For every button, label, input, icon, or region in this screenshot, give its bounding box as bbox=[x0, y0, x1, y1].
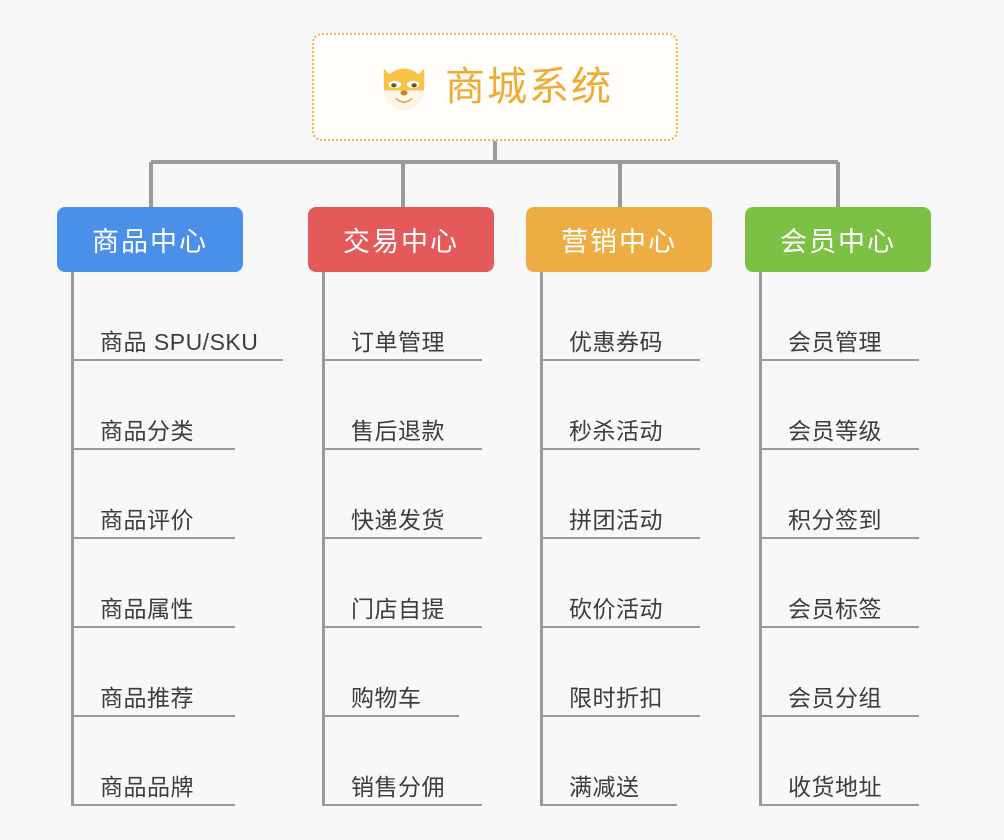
branch-header-label: 商品中心 bbox=[92, 227, 208, 257]
branch-header-member-center[interactable]: 会员中心 bbox=[745, 207, 931, 272]
leaf-item[interactable]: 商品 SPU/SKU bbox=[71, 272, 283, 361]
leaf-item[interactable]: 拼团活动 bbox=[540, 450, 700, 539]
leaf-item[interactable]: 积分签到 bbox=[759, 450, 919, 539]
leaf-item[interactable]: 会员分组 bbox=[759, 628, 919, 717]
leaf-item-label: 商品品牌 bbox=[100, 773, 194, 800]
leaf-item[interactable]: 商品推荐 bbox=[71, 628, 235, 717]
leaf-item-label: 快递发货 bbox=[351, 506, 445, 533]
leaf-item-label: 满减送 bbox=[569, 773, 640, 800]
leaf-item-label: 商品推荐 bbox=[100, 684, 194, 711]
branch-header-marketing-center[interactable]: 营销中心 bbox=[526, 207, 712, 272]
leaf-item[interactable]: 订单管理 bbox=[322, 272, 482, 361]
leaf-item[interactable]: 优惠券码 bbox=[540, 272, 700, 361]
leaf-item[interactable]: 会员等级 bbox=[759, 361, 919, 450]
leaf-item-label: 购物车 bbox=[351, 684, 422, 711]
leaf-item-label: 秒杀活动 bbox=[569, 417, 663, 444]
branch-header-label: 会员中心 bbox=[780, 227, 896, 257]
leaf-item-label: 销售分佣 bbox=[351, 773, 445, 800]
leaf-item[interactable]: 售后退款 bbox=[322, 361, 482, 450]
leaf-item[interactable]: 满减送 bbox=[540, 717, 677, 806]
leaf-item-label: 商品评价 bbox=[100, 506, 194, 533]
leaf-item-label: 商品 SPU/SKU bbox=[100, 328, 259, 355]
shiba-dog-face-icon bbox=[383, 68, 425, 111]
leaf-item-label: 门店自提 bbox=[351, 595, 445, 622]
branch-header-label: 交易中心 bbox=[343, 227, 459, 257]
leaf-item[interactable]: 购物车 bbox=[322, 628, 459, 717]
leaf-item-label: 积分签到 bbox=[788, 506, 882, 533]
leaf-item[interactable]: 快递发货 bbox=[322, 450, 482, 539]
leaf-item-label: 订单管理 bbox=[351, 328, 445, 355]
leaf-item[interactable]: 限时折扣 bbox=[540, 628, 700, 717]
branch-header-product-center[interactable]: 商品中心 bbox=[57, 207, 243, 272]
leaf-list-product-center: 商品 SPU/SKU 商品分类商品评价商品属性商品推荐商品品牌 bbox=[71, 272, 283, 806]
leaf-item-label: 商品属性 bbox=[100, 595, 194, 622]
leaf-list-marketing-center: 优惠券码秒杀活动拼团活动砍价活动限时折扣满减送 bbox=[540, 272, 700, 806]
leaf-item-label: 限时折扣 bbox=[569, 684, 663, 711]
leaf-item-label: 会员等级 bbox=[788, 417, 882, 444]
leaf-item[interactable]: 会员标签 bbox=[759, 539, 919, 628]
leaf-item[interactable]: 商品品牌 bbox=[71, 717, 235, 806]
leaf-item-label: 砍价活动 bbox=[569, 595, 663, 622]
leaf-item[interactable]: 商品属性 bbox=[71, 539, 235, 628]
leaf-item-label: 商品分类 bbox=[100, 417, 194, 444]
leaf-item-label: 收货地址 bbox=[788, 773, 882, 800]
leaf-item[interactable]: 商品分类 bbox=[71, 361, 235, 450]
leaf-item-label: 售后退款 bbox=[351, 417, 445, 444]
branch-header-trade-center[interactable]: 交易中心 bbox=[308, 207, 494, 272]
leaf-list-trade-center: 订单管理售后退款快递发货门店自提购物车销售分佣 bbox=[322, 272, 482, 806]
leaf-item[interactable]: 销售分佣 bbox=[322, 717, 482, 806]
leaf-item[interactable]: 收货地址 bbox=[759, 717, 919, 806]
leaf-item[interactable]: 砍价活动 bbox=[540, 539, 700, 628]
leaf-item-label: 会员分组 bbox=[788, 684, 882, 711]
leaf-item[interactable]: 门店自提 bbox=[322, 539, 482, 628]
leaf-item[interactable]: 秒杀活动 bbox=[540, 361, 700, 450]
root-title: 商城系统 bbox=[445, 65, 613, 109]
leaf-list-member-center: 会员管理会员等级积分签到会员标签会员分组收货地址 bbox=[759, 272, 919, 806]
leaf-item-label: 会员管理 bbox=[788, 328, 882, 355]
leaf-item-label: 优惠券码 bbox=[569, 328, 663, 355]
branch-header-label: 营销中心 bbox=[561, 227, 677, 257]
leaf-item-label: 会员标签 bbox=[788, 595, 882, 622]
leaf-item-label: 拼团活动 bbox=[569, 506, 663, 533]
leaf-item[interactable]: 商品评价 bbox=[71, 450, 235, 539]
leaf-item[interactable]: 会员管理 bbox=[759, 272, 919, 361]
root-node[interactable]: 商城系统 bbox=[312, 33, 678, 141]
